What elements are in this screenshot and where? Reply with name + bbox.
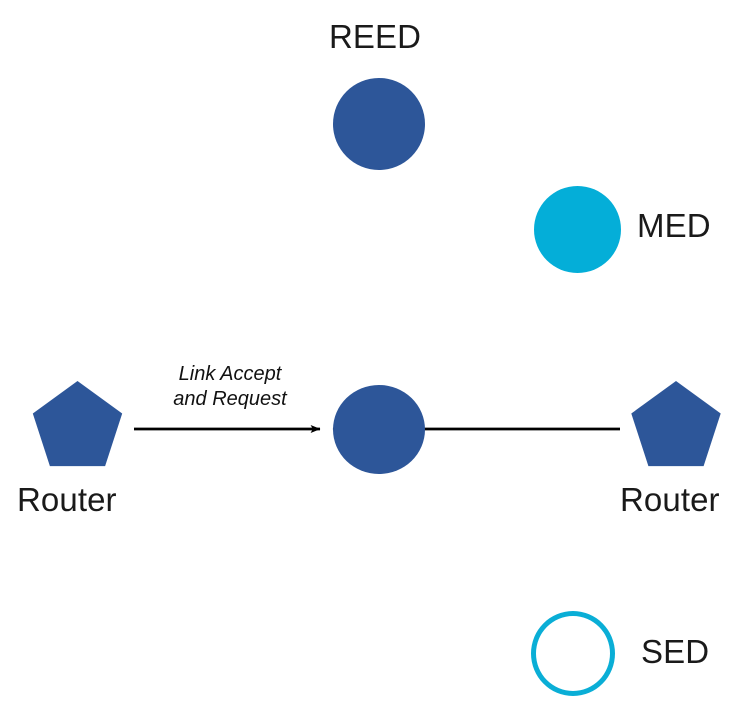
node-reed-label: REED xyxy=(329,18,422,55)
node-router-left-pentagon[interactable] xyxy=(32,381,123,467)
node-med-circle[interactable] xyxy=(534,186,621,273)
node-router-right-label: Router xyxy=(620,481,720,518)
node-med-label: MED xyxy=(637,207,711,244)
node-sed-circle[interactable] xyxy=(531,611,615,696)
node-sed-label: SED xyxy=(641,633,710,670)
node-router-left-label: Router xyxy=(17,481,117,518)
node-leader-circle[interactable] xyxy=(333,385,425,474)
node-router-right-pentagon[interactable] xyxy=(631,381,721,467)
edge-link-accept-request-label: Link Accept and Request xyxy=(173,363,287,410)
node-reed-circle[interactable] xyxy=(333,78,425,170)
